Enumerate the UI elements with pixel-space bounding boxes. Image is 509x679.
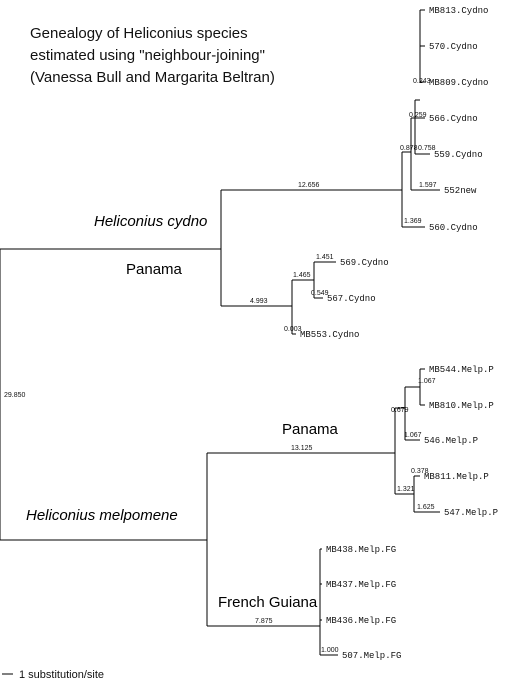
branch-length-cydno-lower: 4.993 <box>250 298 268 305</box>
scale-bar-label: 1 substitution/site <box>19 669 104 679</box>
branch-length-fg: 7.875 <box>255 618 273 625</box>
leaf-559-cydno: 559.Cydno <box>434 150 483 160</box>
leaf-mb544-melp-p: MB544.Melp.P <box>429 365 494 375</box>
species-label-melpomene: Heliconius melpomene <box>26 507 178 524</box>
branch-length-1451: 1.451 <box>316 254 334 261</box>
title-line-1: Genealogy of Heliconius species <box>30 25 248 42</box>
leaf-mb809-cydno: MB809.Cydno <box>429 78 488 88</box>
branch-length-0003: 0.003 <box>284 326 302 333</box>
branch-length-1321: 1.321 <box>397 486 415 493</box>
leaf-mb437-melp-fg: MB437.Melp.FG <box>326 580 396 590</box>
leaf-mb810-melp-p: MB810.Melp.P <box>429 401 494 411</box>
branch-length-1465: 1.465 <box>293 272 311 279</box>
branch-length-0679: 0.679 <box>391 407 409 414</box>
region-label-panama-cydno: Panama <box>126 261 183 278</box>
leaf-552new: 552new <box>444 186 477 196</box>
branch-length-0378: 0.378 <box>411 468 429 475</box>
branch-length-root: 29.850 <box>4 392 26 399</box>
branch-length-1000: 1.000 <box>321 647 339 654</box>
leaf-mb811-melp-p: MB811.Melp.P <box>424 472 489 482</box>
branch-length-cydno-upper: 12.656 <box>298 182 320 189</box>
branch-length-0259: 0.259 <box>409 112 427 119</box>
leaf-560-cydno: 560.Cydno <box>429 223 478 233</box>
title-line-3: (Vanessa Bull and Margarita Beltran) <box>30 69 275 86</box>
region-label-panama-melpomene: Panama <box>282 421 339 438</box>
leaf-546-melp-p: 546.Melp.P <box>424 436 478 446</box>
leaf-567-cydno: 567.Cydno <box>327 294 376 304</box>
region-label-french-guiana: French Guiana <box>218 594 318 611</box>
branch-length-0758: 0.758 <box>418 145 436 152</box>
branch-length-1369: 1.369 <box>404 218 422 225</box>
leaf-mb438-melp-fg: MB438.Melp.FG <box>326 545 396 555</box>
species-label-cydno: Heliconius cydno <box>94 213 207 230</box>
leaf-mb553-cydno: MB553.Cydno <box>300 330 359 340</box>
leaf-566-cydno: 566.Cydno <box>429 114 478 124</box>
leaf-mb813-cydno: MB813.Cydno <box>429 6 488 16</box>
branch-length-0549: 0.549 <box>311 290 329 297</box>
leaf-547-melp-p: 547.Melp.P <box>444 508 498 518</box>
branch-length-1067b: 1.067 <box>404 432 422 439</box>
leaf-569-cydno: 569.Cydno <box>340 258 389 268</box>
leaf-mb436-melp-fg: MB436.Melp.FG <box>326 616 396 626</box>
leaf-507-melp-fg: 507.Melp.FG <box>342 651 401 661</box>
branch-length-1625: 1.625 <box>417 504 435 511</box>
branch-length-0878: 0.878 <box>400 145 418 152</box>
branch-length-1067a: 1.067 <box>418 378 436 385</box>
leaf-570-cydno: 570.Cydno <box>429 42 478 52</box>
branch-length-1597: 1.597 <box>419 182 437 189</box>
branch-length-melp-panama: 13.125 <box>291 445 313 452</box>
title-line-2: estimated using "neighbour-joining" <box>30 47 265 64</box>
